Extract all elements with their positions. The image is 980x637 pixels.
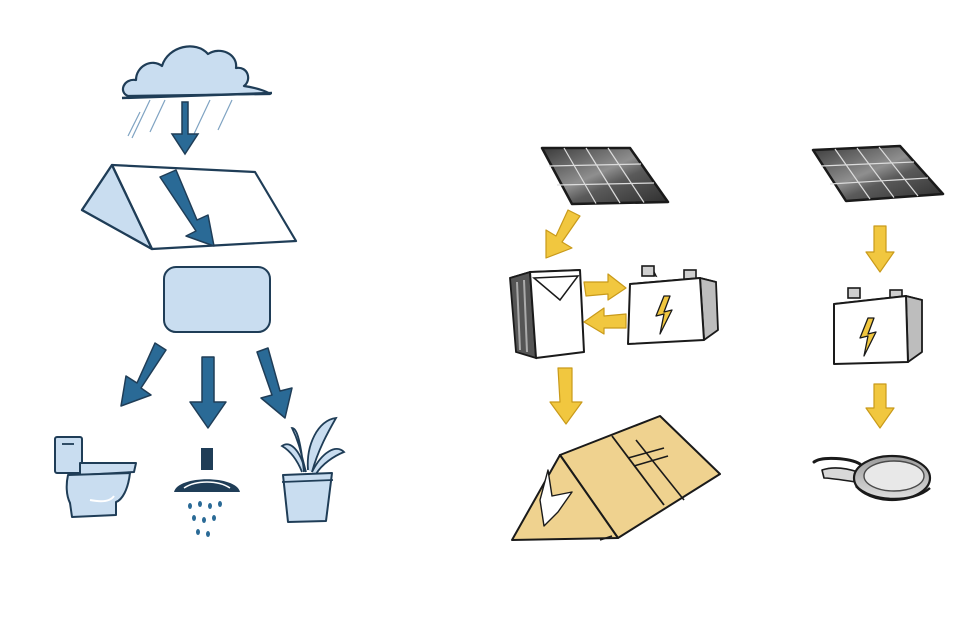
tent-icon [511,415,721,541]
battery-icon [627,265,719,345]
arrow-inverter-to-battery [583,273,627,301]
arrow-panel-to-inverter [545,209,581,259]
inverter-icon [509,269,585,360]
solar-inverter-diagram [509,146,721,541]
storage-tank-icon [163,266,271,333]
cloud-icon [121,45,273,100]
arrow-tank-to-toilet [120,342,167,407]
rain-lines [127,99,233,139]
arrow-battery-to-pan [865,383,895,429]
arrow-tank-to-shower [189,356,227,429]
plant-pot-icon [280,416,346,523]
battery-icon [833,287,923,365]
arrow-panel-to-battery [865,225,895,273]
rainwater-diagram [54,45,346,537]
arrow-roof-to-tank [159,169,215,247]
solar-panel-icon [811,144,945,203]
toilet-icon [54,436,137,518]
arrow-battery-to-inverter [583,307,627,335]
solar-panel-icon [540,146,670,206]
arrow-cloud-to-roof [170,101,200,156]
arrow-inverter-to-tent [549,367,583,425]
arrow-tank-to-plant [256,347,293,419]
solar-simple-diagram [811,144,945,502]
shower-icon [174,448,240,537]
cooking-pan-icon [812,454,932,502]
water-drops [188,501,222,537]
